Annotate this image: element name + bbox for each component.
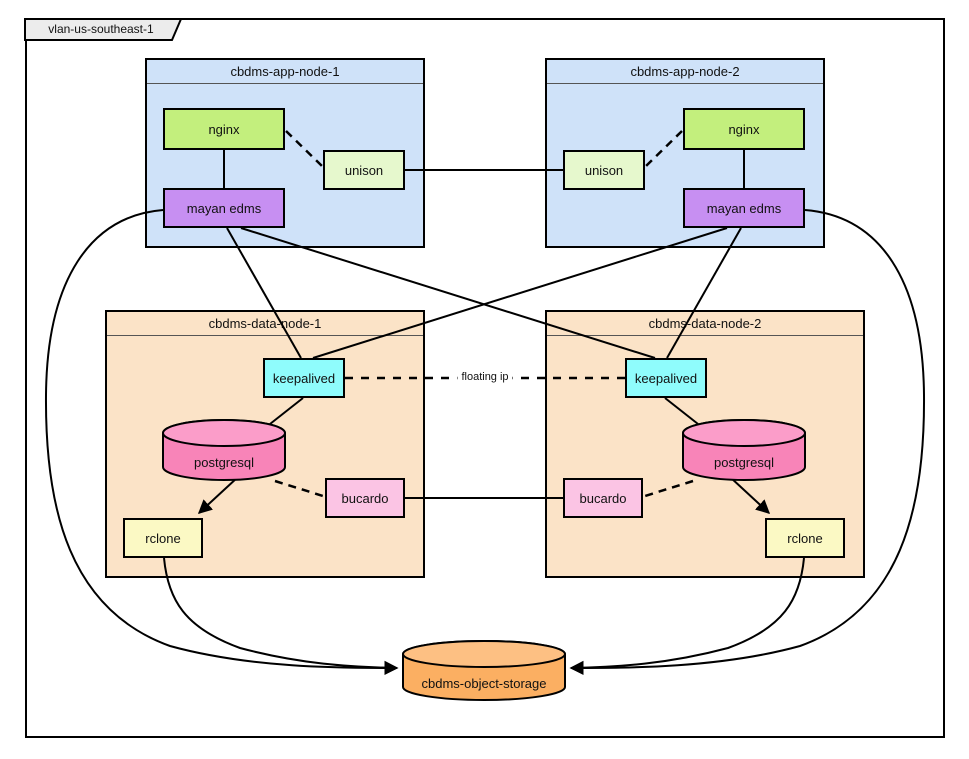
keepalived-box-node-1: keepalived: [263, 358, 345, 398]
rclone-box-node-1: rclone: [123, 518, 203, 558]
vlan-tab-label: vlan-us-southeast-1: [48, 22, 154, 36]
data-node-1-title: cbdms-data-node-1: [107, 312, 423, 336]
mayan-edms-box-node-2: mayan edms: [683, 188, 805, 228]
unison-box-node-1: unison: [323, 150, 405, 190]
app-node-1-title: cbdms-app-node-1: [147, 60, 423, 84]
postgresql-label-node-2: postgresql: [714, 455, 774, 470]
data-node-2-title: cbdms-data-node-2: [547, 312, 863, 336]
rclone-box-node-2: rclone: [765, 518, 845, 558]
bucardo-box-node-1: bucardo: [325, 478, 405, 518]
mayan-edms-box-node-1: mayan edms: [163, 188, 285, 228]
bucardo-box-node-2: bucardo: [563, 478, 643, 518]
object-storage-label: cbdms-object-storage: [421, 676, 547, 691]
app-node-2-title: cbdms-app-node-2: [547, 60, 823, 84]
nginx-box-node-1: nginx: [163, 108, 285, 150]
floating-ip-edge-label: floating ip: [457, 370, 513, 385]
nginx-box-node-2: nginx: [683, 108, 805, 150]
postgresql-label-node-1: postgresql: [194, 455, 254, 470]
keepalived-box-node-2: keepalived: [625, 358, 707, 398]
unison-box-node-2: unison: [563, 150, 645, 190]
